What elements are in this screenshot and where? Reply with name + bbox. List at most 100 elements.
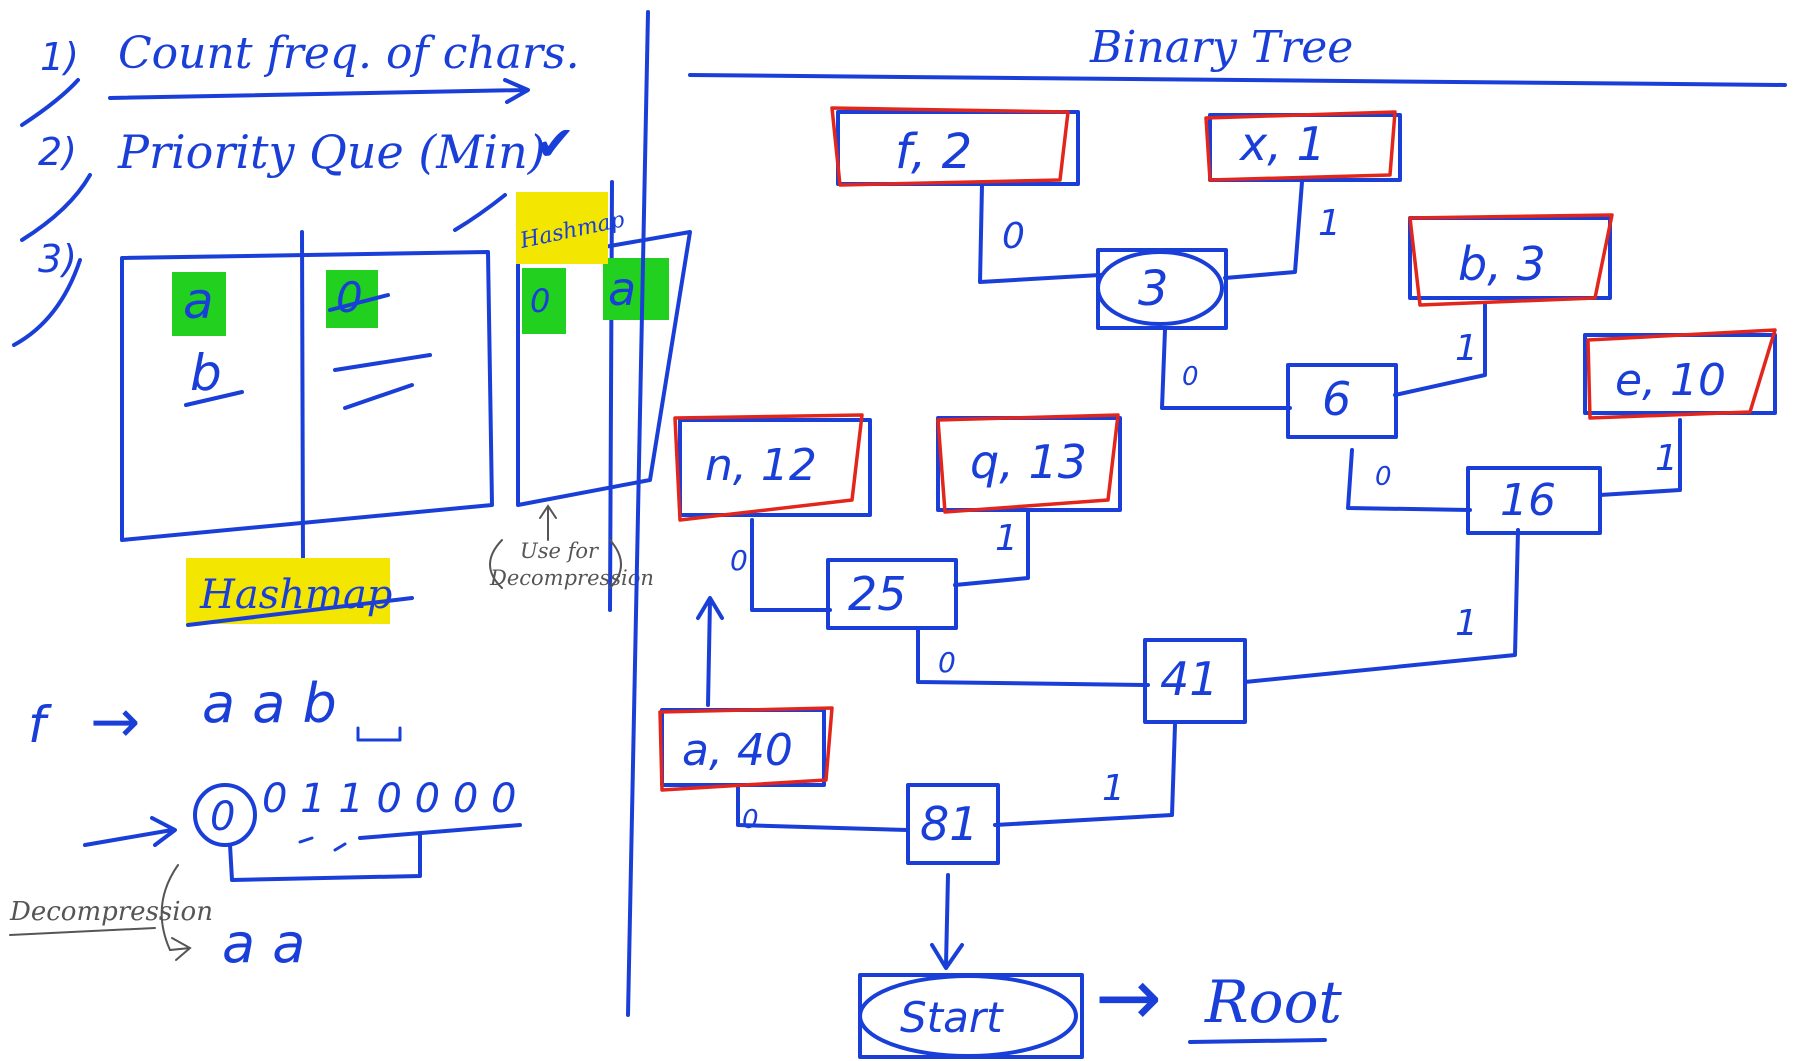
node-x1-label: x, 1 xyxy=(1238,117,1326,171)
use-for-bracket xyxy=(489,539,622,589)
table-cell-0: 0 xyxy=(336,273,363,322)
bits-rest: 0 1 1 0 0 0 0 xyxy=(262,776,516,822)
edge-41-81 xyxy=(993,723,1177,827)
hashmap-table: a b 0 Hashmap 0 a Hashmap Use for Decomp… xyxy=(120,180,692,627)
edge-label-b3-6: 1 xyxy=(1455,328,1478,369)
highlight-green-a2 xyxy=(603,258,669,320)
node-81-label: 81 xyxy=(920,797,979,851)
decompression-label: Decompression xyxy=(9,897,213,927)
edge-12-25 xyxy=(750,518,832,612)
edge-3-6 xyxy=(1160,328,1292,410)
highlight-green-0b xyxy=(522,268,566,334)
binary-tree: Binary Tree 0 1 0 1 0 1 0 1 0 1 0 1 f, xyxy=(658,22,1787,1059)
table-center-divider xyxy=(300,230,305,567)
steps-section: 1) Count freq. of chars. 2) Priority Que… xyxy=(12,28,580,347)
step2-checkmark: ✔ xyxy=(535,116,575,172)
use-for-arrow xyxy=(539,504,557,541)
cell-0-strike xyxy=(328,293,432,410)
bits-first: 0 xyxy=(210,794,235,840)
edge-label-12-25: 0 xyxy=(730,544,748,577)
node-25: 25 xyxy=(826,558,958,630)
node-start: Start xyxy=(858,973,1084,1059)
edge-label-3-6: 0 xyxy=(1182,362,1199,392)
bits-arrow xyxy=(83,816,177,847)
decompression-result: a a xyxy=(222,912,305,975)
node-e10: e, 10 xyxy=(1583,328,1777,420)
node-q13: q, 13 xyxy=(936,413,1122,514)
edge-label-e10-16: 1 xyxy=(1655,438,1678,479)
table-left-box xyxy=(120,250,494,542)
node-81: 81 xyxy=(906,783,1000,865)
hashmap-bottom-underline xyxy=(186,596,414,627)
step1-text: Count freq. of chars. xyxy=(118,28,580,79)
edge-13-25 xyxy=(953,508,1030,587)
tree-title: Binary Tree xyxy=(1089,22,1353,73)
highlight-green-a xyxy=(172,272,226,336)
edge-label-f2-3: 0 xyxy=(1002,216,1025,257)
node-16-label: 16 xyxy=(1500,475,1556,526)
panel-divider xyxy=(626,10,650,1017)
node-start-label: Start xyxy=(900,993,1004,1042)
highlight-yellow-hashmap xyxy=(516,192,608,264)
step2-number: 2) xyxy=(38,130,77,174)
node-3-label: 3 xyxy=(1138,261,1169,317)
tree-title-line xyxy=(688,73,1787,87)
edge-b3-6 xyxy=(1393,303,1487,397)
edge-label-41-81: 1 xyxy=(1102,768,1125,809)
edge-f2-3 xyxy=(978,183,1102,284)
cell-b-underline xyxy=(184,390,244,407)
node-6-label: 6 xyxy=(1322,372,1351,426)
node-e10-label: e, 10 xyxy=(1615,355,1726,406)
root-arrow: → xyxy=(1095,951,1162,1044)
table-right-box xyxy=(516,230,692,507)
step3-number: 3) xyxy=(38,237,77,281)
step2-text: Priority Que (Min) xyxy=(117,125,546,179)
encoding-example: f → a a b 0 0 1 1 0 0 0 0 Decompression … xyxy=(9,596,724,975)
edge-label-6-16: 0 xyxy=(1375,462,1392,492)
edge-label-25-41: 0 xyxy=(938,646,956,679)
step1-underline xyxy=(108,78,530,104)
decompression-underline xyxy=(9,927,156,936)
node-f2: f, 2 xyxy=(830,106,1080,187)
edge-a40-81 xyxy=(736,783,910,832)
edge-x1-3 xyxy=(1223,180,1304,280)
step3-divider-curve xyxy=(12,258,82,347)
table-cell-0b: 0 xyxy=(530,282,550,320)
node-41-label: 41 xyxy=(1160,652,1219,706)
node-x1: x, 1 xyxy=(1204,110,1402,182)
edge-label-x1-3: 1 xyxy=(1318,203,1341,244)
example-f-label: f xyxy=(28,696,52,754)
root-underline xyxy=(1188,1038,1327,1044)
node-n12: n, 12 xyxy=(673,413,872,522)
table-right-divider xyxy=(608,180,614,612)
bits-ticks xyxy=(298,836,347,852)
decompression-arrow xyxy=(160,864,192,961)
node-3: 3 xyxy=(1096,248,1228,330)
node-n12-label: n, 12 xyxy=(705,440,817,491)
node-b3: b, 3 xyxy=(1408,213,1614,307)
node-f2-label: f, 2 xyxy=(895,124,972,180)
edge-25-41 xyxy=(916,628,1150,687)
edge-81-start xyxy=(930,873,964,970)
table-cell-a2: a xyxy=(608,262,636,316)
step1-divider-curve xyxy=(20,78,80,127)
node-b3-label: b, 3 xyxy=(1458,237,1546,291)
edge-label-a40-81: 0 xyxy=(742,805,759,835)
example-chars-tick xyxy=(356,726,402,742)
node-25-label: 25 xyxy=(848,567,907,621)
node-q13-label: q, 13 xyxy=(970,435,1087,489)
example-arrow: → xyxy=(90,687,140,757)
bits-bracket xyxy=(228,823,522,882)
node-41: 41 xyxy=(1143,638,1247,724)
step2-divider-curve xyxy=(20,173,507,242)
example-chars: a a b xyxy=(202,672,337,735)
edge-6-16 xyxy=(1346,448,1472,512)
table-cell-a: a xyxy=(183,272,214,330)
edge-16-41 xyxy=(1243,528,1520,684)
node-16: 16 xyxy=(1466,466,1602,535)
step1-number: 1) xyxy=(40,35,79,79)
edge-e10-16 xyxy=(1598,418,1682,497)
root-label: Root xyxy=(1204,968,1343,1036)
edge-label-16-41: 1 xyxy=(1455,603,1478,644)
